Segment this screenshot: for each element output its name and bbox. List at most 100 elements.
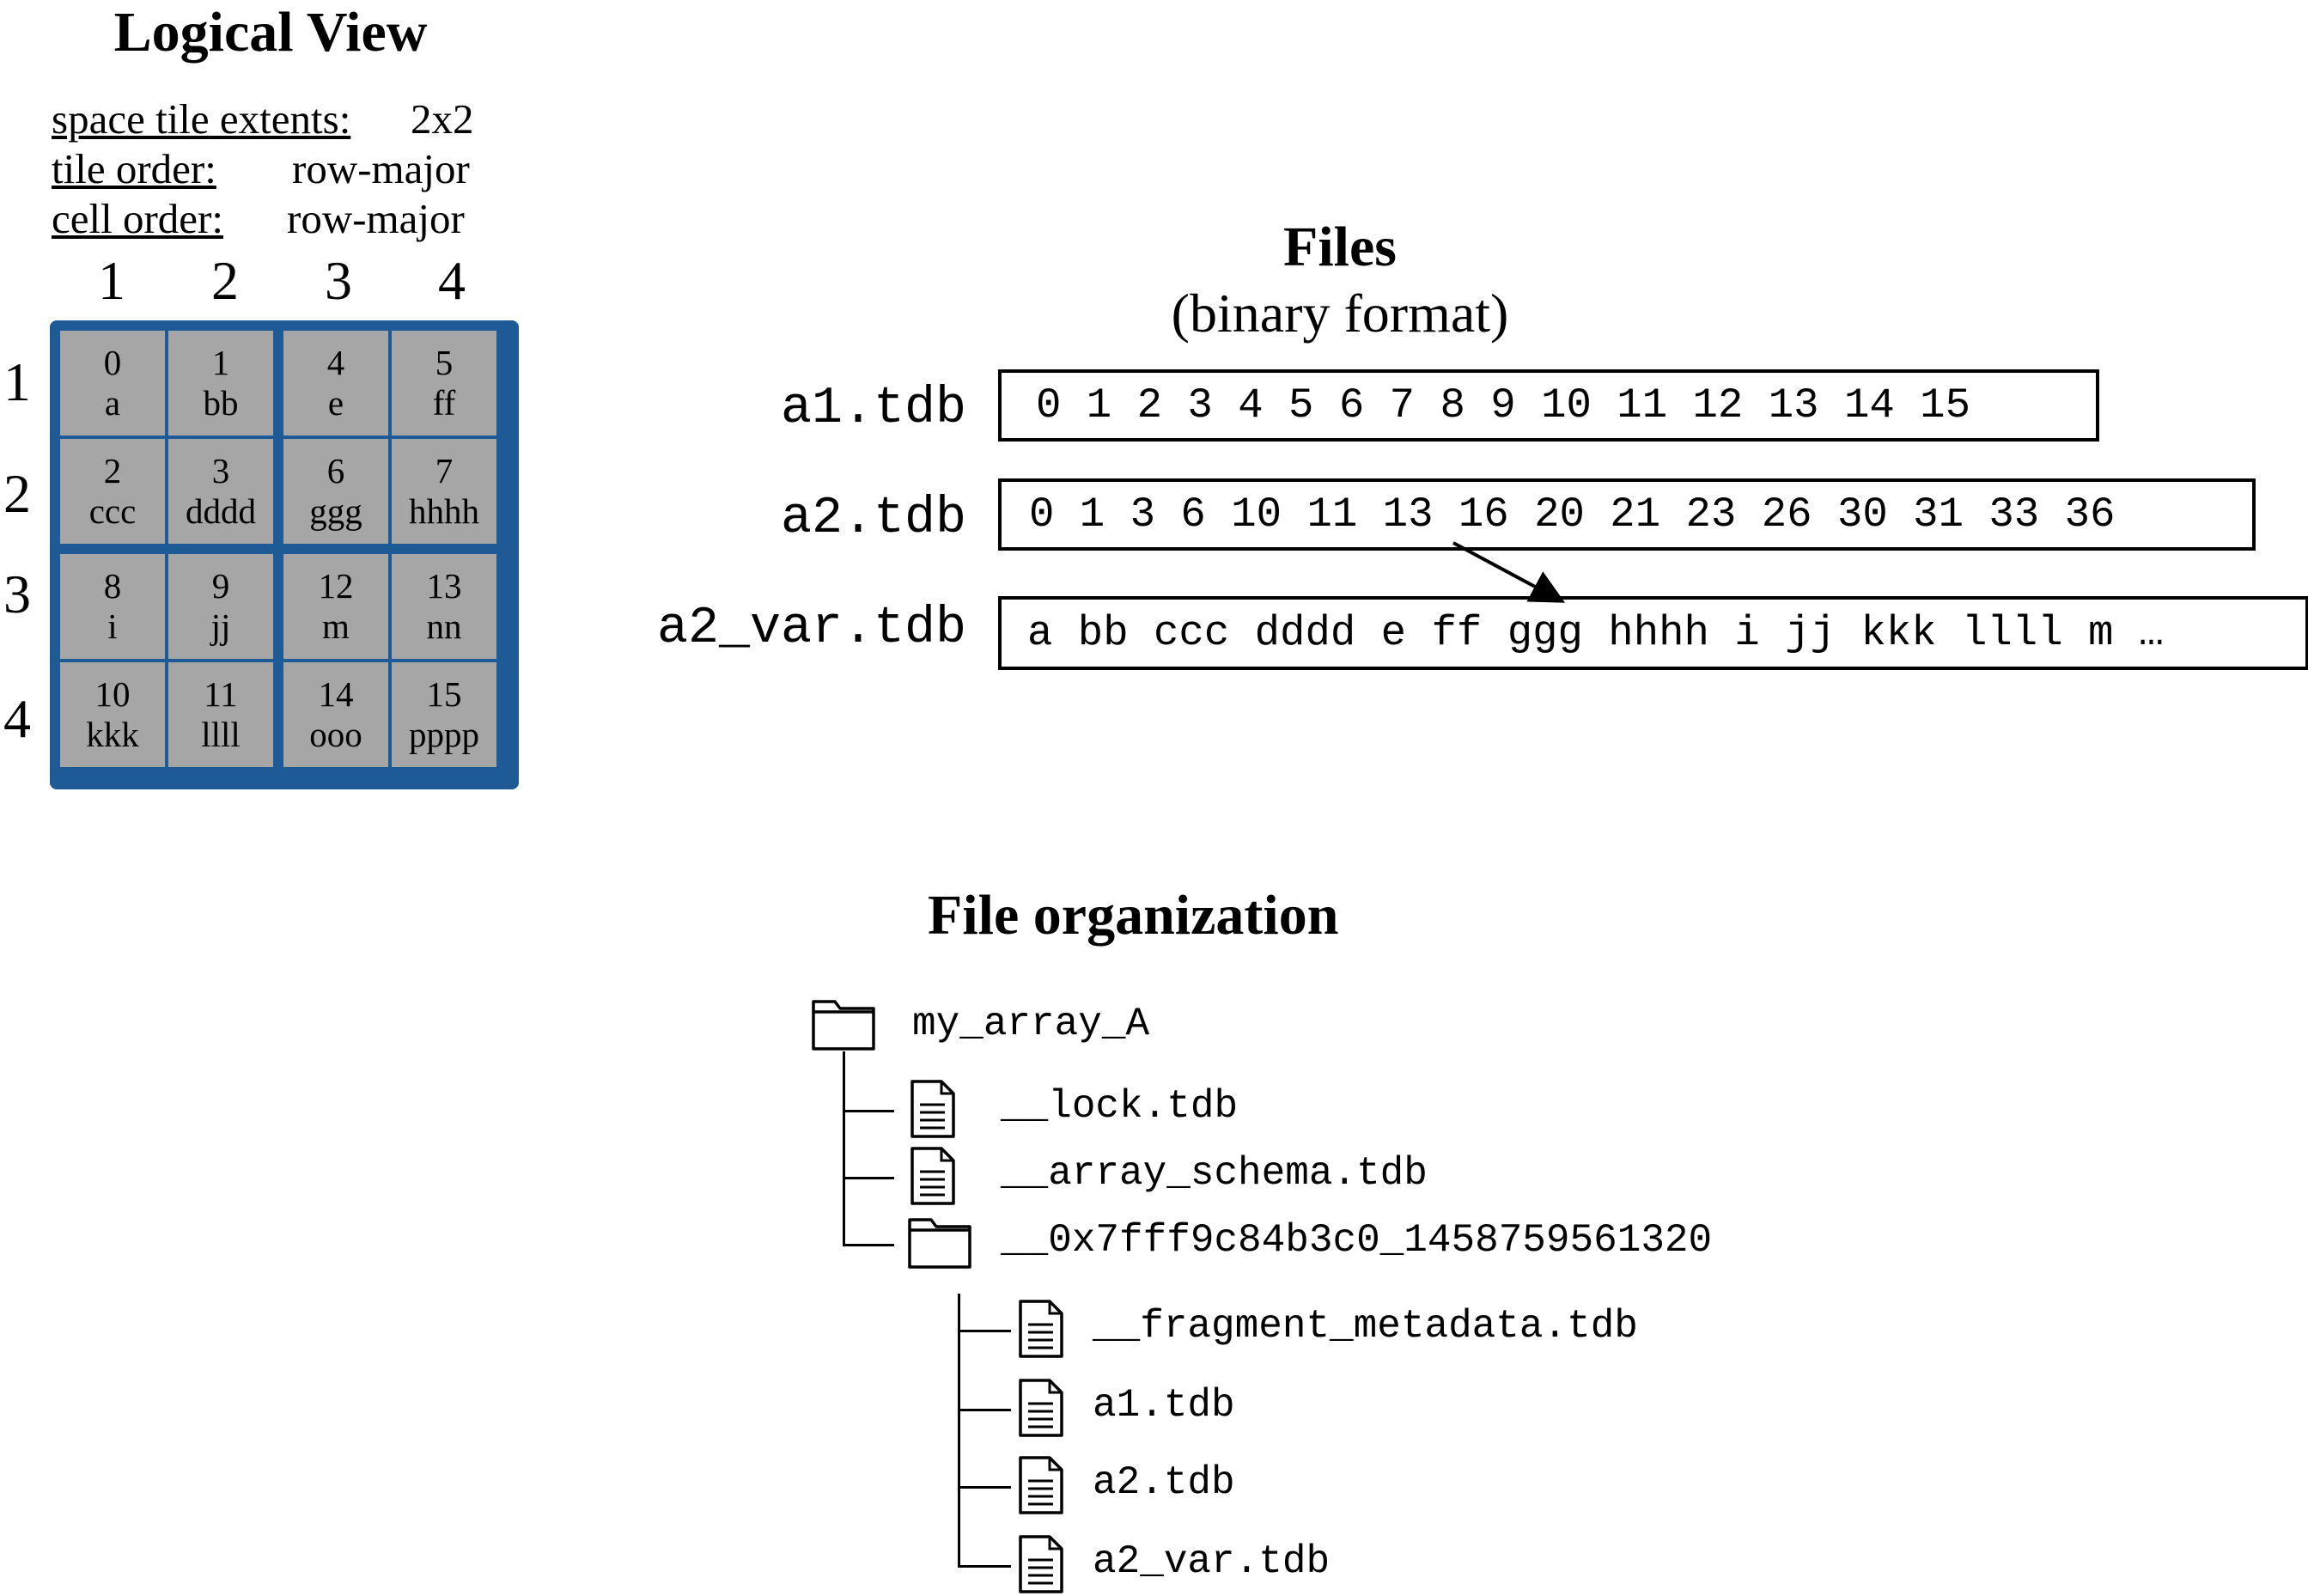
prop-value: row-major [292,145,470,192]
prop-cell-order: cell order: [52,194,223,243]
tree-connector [843,1177,894,1179]
row-header: 4 [3,688,31,749]
cell-value: ooo [309,715,362,754]
row-header: 2 [3,463,31,524]
file-icon [907,1079,959,1139]
cell-value: nn [426,606,462,646]
column-header: 2 [211,250,239,311]
cell-id: 5 [435,342,454,382]
tree-file-label: a2_var.tdb [1093,1539,1331,1584]
cell-value: jj [210,606,231,646]
cell-value: hhhh [409,491,479,531]
prop-key: space tile extents: [52,95,351,143]
tree-connector [958,1565,1011,1568]
cell-value: kkk [86,715,139,754]
row-header: 3 [3,563,31,624]
cell-id: 7 [435,450,454,490]
tree-file-label: __fragment_metadata.tdb [1093,1304,1638,1349]
file-icon [1015,1455,1067,1515]
file-label-a2: a2.tdb [780,490,966,548]
cell-id: 15 [426,673,462,714]
prop-tile-extents: space tile extents: [52,94,350,143]
cell-id: 9 [211,565,230,606]
file-box-a2-var: a bb ccc dddd e ff ggg hhhh i jj kkk lll… [998,596,2308,670]
tree-connector [958,1294,960,1567]
cell-value: pppp [409,715,479,754]
cell-id: 10 [94,673,131,714]
file-label-a1: a1.tdb [780,380,966,438]
folder-icon [907,1213,972,1270]
tree-connector [958,1409,1011,1411]
file-icon [1015,1299,1067,1359]
file-label-a2-var: a2_var.tdb [656,600,966,658]
cell-value: llll [201,715,241,754]
cell-value: m [322,606,350,646]
prop-key: tile order: [52,145,216,192]
cell-id: 0 [103,342,122,382]
row-header: 1 [3,351,31,412]
cell-value: e [327,383,344,423]
prop-value: row-major [287,195,465,242]
prop-value: 2x2 [411,95,474,143]
column-header: 3 [325,250,352,311]
cell-value: i [107,606,118,646]
cell-value: ggg [309,491,362,531]
cell-id: 3 [211,450,230,490]
tree-connector [958,1486,1011,1489]
file-box-a2: 0 1 3 6 10 11 13 16 20 21 23 26 30 31 33… [998,478,2256,551]
column-header: 1 [98,250,125,311]
cell-id: 13 [426,565,462,606]
prop-key: cell order: [52,195,223,242]
files-title: Files [1283,216,1397,278]
cell-id: 2 [103,450,122,490]
tree-file-label: a2.tdb [1093,1460,1235,1505]
tree-fragment-folder-label: __0x7fff9c84b3c0_1458759561320 [1001,1218,1713,1263]
tree-connector [843,1244,894,1246]
cell-id: 12 [318,565,354,606]
cell-id: 8 [103,565,122,606]
tree-connector [958,1330,1011,1332]
cell-value: a [104,383,121,423]
column-header: 4 [438,250,466,311]
cell-value: dddd [186,491,256,531]
file-icon [907,1146,959,1206]
prop-tile-order: tile order: [52,144,216,193]
logical-view-title: Logical View [113,1,428,64]
org-title: File organization [928,884,1339,947]
cell-id: 6 [326,450,345,490]
tree-file-label: __array_schema.tdb [1001,1151,1428,1196]
cell-id: 4 [326,342,345,382]
cell-id: 1 [211,342,230,382]
cell-id: 14 [318,673,354,714]
tree-connector [843,1051,845,1246]
tree-connector [843,1110,894,1112]
file-icon [1015,1378,1067,1438]
cell-id: 11 [204,673,238,714]
cell-value: ff [432,383,456,423]
folder-icon [811,995,876,1051]
file-icon [1015,1534,1067,1594]
tree-file-label: a1.tdb [1093,1383,1235,1428]
tree-root-label: my_array_A [912,1002,1150,1046]
tree-file-label: __lock.tdb [1001,1084,1239,1129]
cell-value: ccc [88,491,137,531]
cell-value: bb [203,383,239,423]
